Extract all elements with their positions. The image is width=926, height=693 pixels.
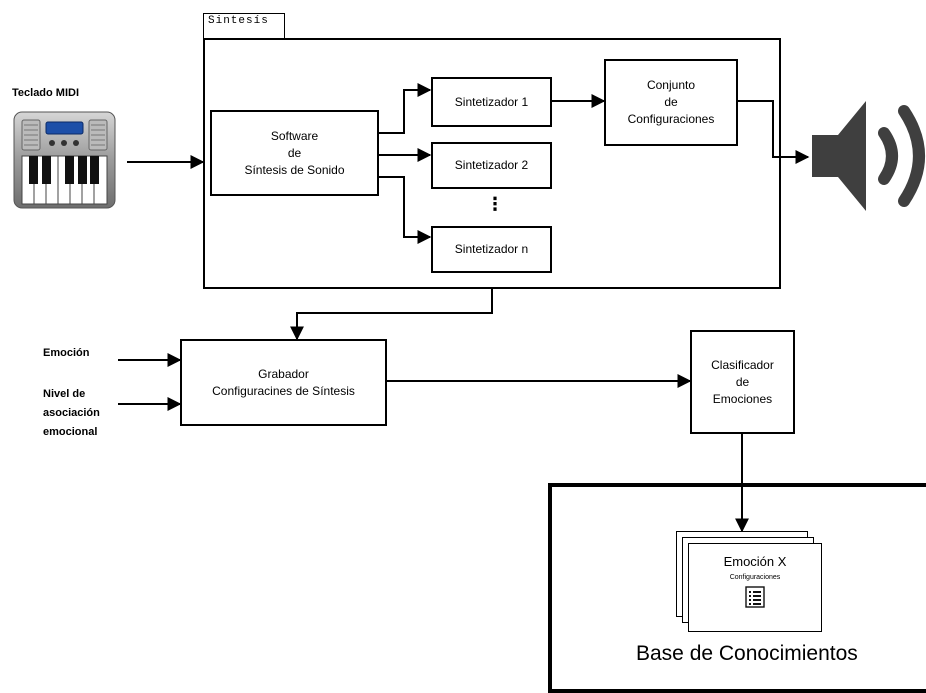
sintesis-title: Sintesís [208, 15, 269, 27]
sintetizador-1-label: Sintetizador 1 [454, 94, 529, 109]
conjunto-configuraciones-label: Conjunto de Configuraciones [627, 78, 715, 126]
teclado-label: Teclado MIDI [12, 87, 80, 99]
emocion-card-subtitle: Configuraciones [729, 574, 781, 581]
midi-keyboard-icon [12, 110, 117, 210]
emocion-card-title: Emoción X [723, 554, 787, 569]
nivel-asociacion-label: Nivel de asociación emocional [43, 388, 100, 438]
document-list-icon [745, 586, 765, 608]
sintetizador-2-box: Sintetizador 2 [431, 142, 552, 189]
sintetizador-2-label: Sintetizador 2 [454, 158, 529, 172]
emocion-label: Emoción [43, 347, 90, 359]
sintesis-group-frame [203, 38, 781, 289]
sintetizador-1-box: Sintetizador 1 [431, 77, 552, 127]
emocion-card: Emoción X Configuraciones [688, 543, 822, 632]
arrow-conjunto-to-speaker [738, 100, 810, 164]
conjunto-configuraciones-box: Conjunto de Configuraciones [604, 59, 738, 146]
synth-ellipsis: ⋮ [486, 194, 504, 215]
arrow-software-to-sintn [378, 176, 432, 244]
arrow-sintesis-to-grabador [290, 288, 493, 341]
grabador-label: Grabador Configuracines de Síntesis [212, 366, 355, 398]
clasificador-box: Clasificador de Emociones [690, 330, 795, 434]
sintesis-tab [203, 13, 285, 39]
sintetizador-n-label: Sintetizador n [454, 242, 529, 256]
grabador-box: Grabador Configuracines de Síntesis [180, 339, 387, 426]
knowledge-base-caption: Base de Conocimientos [636, 642, 858, 665]
sintetizador-n-box: Sintetizador n [431, 226, 552, 273]
speaker-icon [808, 97, 926, 215]
clasificador-label: Clasificador de Emociones [711, 357, 774, 406]
arrow-software-to-sint1 [378, 83, 432, 134]
software-sintesis-box: Software de Síntesis de Sonido [210, 110, 379, 196]
software-sintesis-label: Software de Síntesis de Sonido [244, 128, 345, 177]
